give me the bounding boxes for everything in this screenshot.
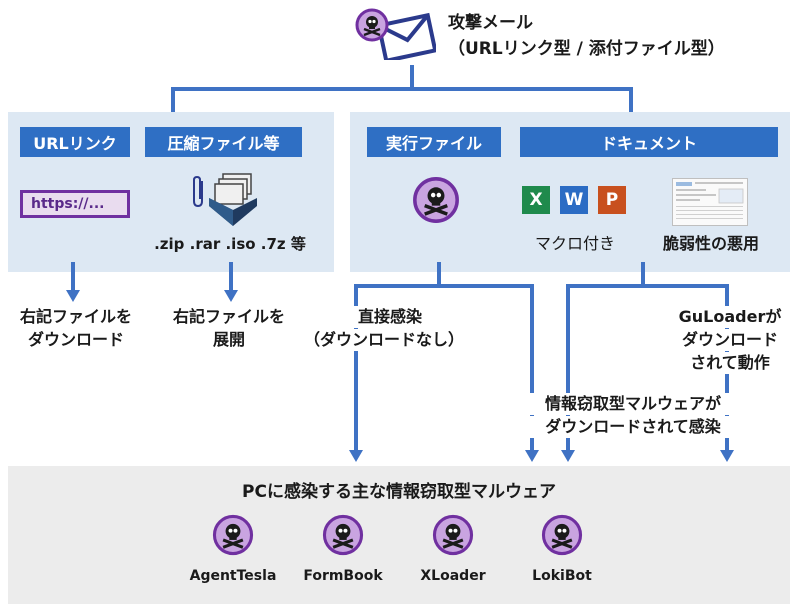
url-result-line2: ダウンロード: [27, 330, 124, 349]
archive-result-line1: 右記ファイルを: [172, 307, 285, 326]
archive-header: 圧縮ファイル等: [145, 127, 302, 157]
connector: [641, 262, 645, 286]
arrow: [566, 284, 570, 450]
paperclip-icon: [192, 175, 206, 209]
skull-icon: [212, 514, 254, 556]
connector: [354, 284, 534, 288]
document-thumbnail-icon: [672, 178, 748, 226]
malware-xloader: XLoader: [403, 514, 503, 594]
archive-icon: [205, 170, 261, 228]
powerpoint-icon: P: [598, 186, 626, 214]
archive-label: .zip .rar .iso .7z 等: [154, 235, 306, 253]
url-box: https://...: [20, 190, 130, 218]
executable-header: 実行ファイル: [367, 127, 501, 157]
arrow: [71, 262, 75, 290]
arrow-head: [224, 290, 238, 302]
url-link-header: URLリンク: [20, 127, 130, 157]
url-result-line1: 右記ファイルを: [19, 307, 132, 326]
guloader-line3: されて動作: [670, 352, 790, 374]
skull-icon: [432, 514, 474, 556]
arrow-head: [66, 290, 80, 302]
word-icon: W: [560, 186, 588, 214]
arrow-head: [561, 450, 575, 462]
malware-name: AgentTesla: [189, 568, 277, 584]
connector: [566, 284, 729, 288]
stealer-download-line1: 情報窃取型マルウェアが: [518, 393, 748, 415]
malware-name: LokiBot: [532, 568, 592, 584]
arrow-head: [525, 450, 539, 462]
malware-formbook: FormBook: [293, 514, 393, 594]
document-header: ドキュメント: [520, 127, 778, 157]
arrow-head: [349, 450, 363, 462]
skull-icon: [541, 514, 583, 556]
malware-agenttesla: AgentTesla: [183, 514, 283, 594]
direct-infection-line1: 直接感染: [310, 306, 470, 328]
bottom-title: PCに感染する主な情報窃取型マルウェア: [242, 482, 556, 502]
connector: [171, 87, 175, 112]
malware-name: XLoader: [420, 568, 486, 584]
malware-lokibot: LokiBot: [512, 514, 612, 594]
stealer-download-line2: ダウンロードされて感染: [518, 416, 748, 438]
guloader-line1: GuLoaderが: [670, 306, 790, 328]
connector: [629, 87, 633, 112]
bottom-panel: [8, 466, 790, 604]
excel-icon: X: [522, 186, 550, 214]
guloader-line2: ダウンロード: [670, 329, 790, 351]
arrow: [229, 262, 233, 290]
attack-mail-title: 攻撃メール: [448, 13, 533, 33]
direct-infection-line2: （ダウンロードなし）: [284, 329, 484, 351]
skull-icon: [322, 514, 364, 556]
malware-name: FormBook: [303, 568, 383, 584]
skull-icon: [413, 177, 459, 223]
archive-result-line2: 展開: [212, 330, 245, 349]
skull-icon: [355, 8, 389, 42]
connector: [171, 87, 633, 91]
arrow: [354, 284, 358, 450]
connector: [437, 262, 441, 286]
attack-mail-subtitle: （URLリンク型 / 添付ファイル型）: [448, 39, 725, 59]
vulnerability-label: 脆弱性の悪用: [662, 234, 759, 253]
envelope-icon: [376, 10, 438, 64]
arrow-head: [720, 450, 734, 462]
connector: [410, 65, 414, 89]
arrow: [530, 284, 534, 450]
macro-label: マクロ付き: [534, 234, 615, 253]
